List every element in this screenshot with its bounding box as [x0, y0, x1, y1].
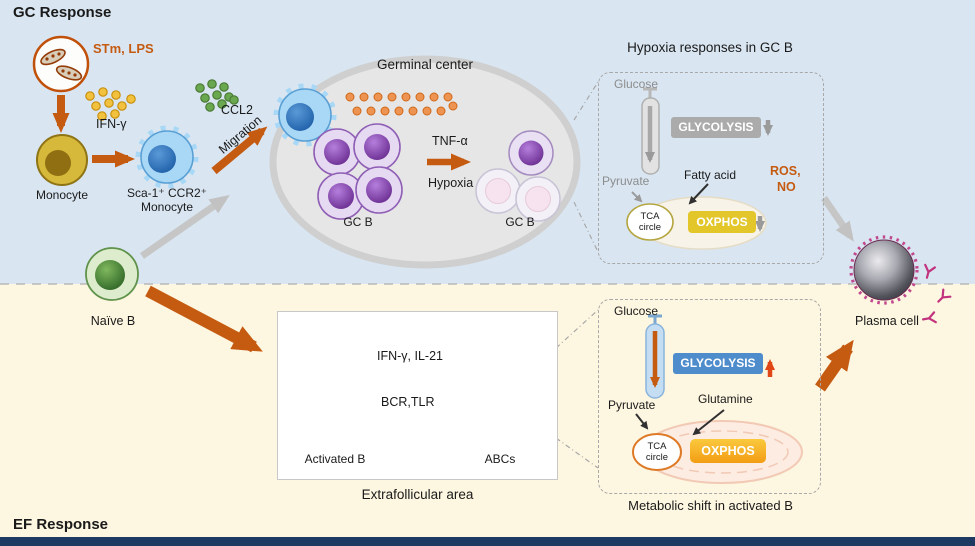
monocyte-cell — [36, 134, 88, 186]
abcs-label: ABCs — [484, 452, 516, 466]
ef-section-title: EF Response — [13, 516, 109, 533]
gcb-cells-left — [313, 123, 403, 220]
glutamine-to-tca-arrow — [692, 409, 725, 436]
no-label: NO — [777, 180, 796, 194]
tnf-dots — [345, 92, 458, 116]
pyruvate-to-tca-gray — [631, 191, 643, 203]
glucose-label-bottom: Glucose — [614, 304, 659, 318]
tca-circle-icon-top — [626, 203, 674, 241]
gcb-cells-right — [475, 130, 561, 222]
tca-top-line1: TCA — [640, 211, 660, 222]
hypoxia-label: Hypoxia — [428, 176, 474, 190]
tca-top-line2: circle — [638, 221, 662, 233]
pyruvate-to-tca-arrow — [635, 413, 649, 430]
extrafollicular-area-label: Extrafollicular area — [361, 487, 474, 502]
gcb-left-label: GC B — [343, 215, 373, 229]
plasma-cell — [849, 235, 919, 305]
ef-signals-top-label: IFN-γ, IL-21 — [377, 349, 443, 363]
tca-bottom-line1: TCA — [647, 441, 667, 452]
metabolic-panel-title: Metabolic shift in activated B — [628, 498, 793, 513]
ef-signals-bottom-label: BCR,TLR — [381, 395, 435, 409]
oxphos-box-inactive: OXPHOS — [688, 211, 756, 233]
stimulus-label: STm, LPS — [93, 41, 154, 56]
glycolysis-box-active: GLYCOLYSIS — [673, 353, 763, 374]
hypoxia-panel-title: Hypoxia responses in GC B — [627, 40, 793, 55]
germinal-center-label: Germinal center — [376, 57, 474, 72]
ros-label: ROS, — [770, 164, 801, 178]
monocyte-label: Monocyte — [35, 188, 89, 202]
arrow-naiveb-to-gc — [140, 195, 230, 259]
ifn-gamma-label: IFN-γ — [96, 117, 127, 131]
tca-bottom-line2: circle — [645, 451, 669, 463]
plasma-cell-label: Plasma cell — [855, 314, 919, 328]
tnf-alpha-label: TNF-α — [432, 134, 468, 148]
pyruvate-label-bottom: Pyruvate — [608, 398, 656, 412]
glucose-label-top: Glucose — [614, 77, 659, 91]
sca1-ccr2-monocyte-cell — [135, 125, 199, 189]
metabolic-panel — [598, 299, 821, 494]
oxphos-box-active: OXPHOS — [690, 439, 766, 463]
ccl2-label: CCL2 — [221, 103, 253, 117]
footer-bar — [0, 537, 975, 546]
glucose-transporter-active — [645, 314, 665, 399]
bacteria-icon — [32, 35, 90, 93]
fatty-acid-label: Fatty acid — [684, 168, 737, 182]
naive-b-label: Naïve B — [90, 314, 136, 328]
tca-label-bottom: TCA circle — [634, 441, 680, 463]
ifn-gamma-dots — [85, 87, 136, 121]
fattyacid-arrow — [688, 183, 709, 205]
ccl2-dots — [195, 79, 239, 112]
glycolysis-box-inactive: GLYCOLYSIS — [671, 117, 761, 138]
tca-circle-icon-bottom — [632, 433, 682, 471]
hypoxia-panel — [598, 72, 824, 264]
gc-monocyte-cell — [273, 83, 337, 147]
activated-b-label: Activated B — [304, 452, 366, 466]
sca1-label-line1: Sca-1⁺ CCR2⁺ — [126, 186, 208, 200]
extrafollicular-box — [277, 311, 558, 480]
tca-label-top: TCA circle — [628, 211, 672, 233]
connector-lines — [555, 81, 599, 469]
antibody-icon — [922, 263, 952, 324]
gcb-right-label: GC B — [505, 215, 535, 229]
pyruvate-label-top: Pyruvate — [602, 174, 650, 188]
arrow-naiveb-to-ef — [145, 285, 263, 353]
arrow-metabolic-to-plasma — [815, 339, 854, 392]
gc-section-title: GC Response — [13, 4, 112, 21]
naive-b-cell — [85, 247, 139, 301]
arrow-migration — [211, 126, 268, 175]
glutamine-label: Glutamine — [698, 392, 753, 406]
glucose-transporter-inactive — [641, 87, 660, 175]
arrow-hypoxia-to-plasma — [821, 196, 854, 242]
sca1-label-line2: Monocyte — [140, 200, 194, 214]
